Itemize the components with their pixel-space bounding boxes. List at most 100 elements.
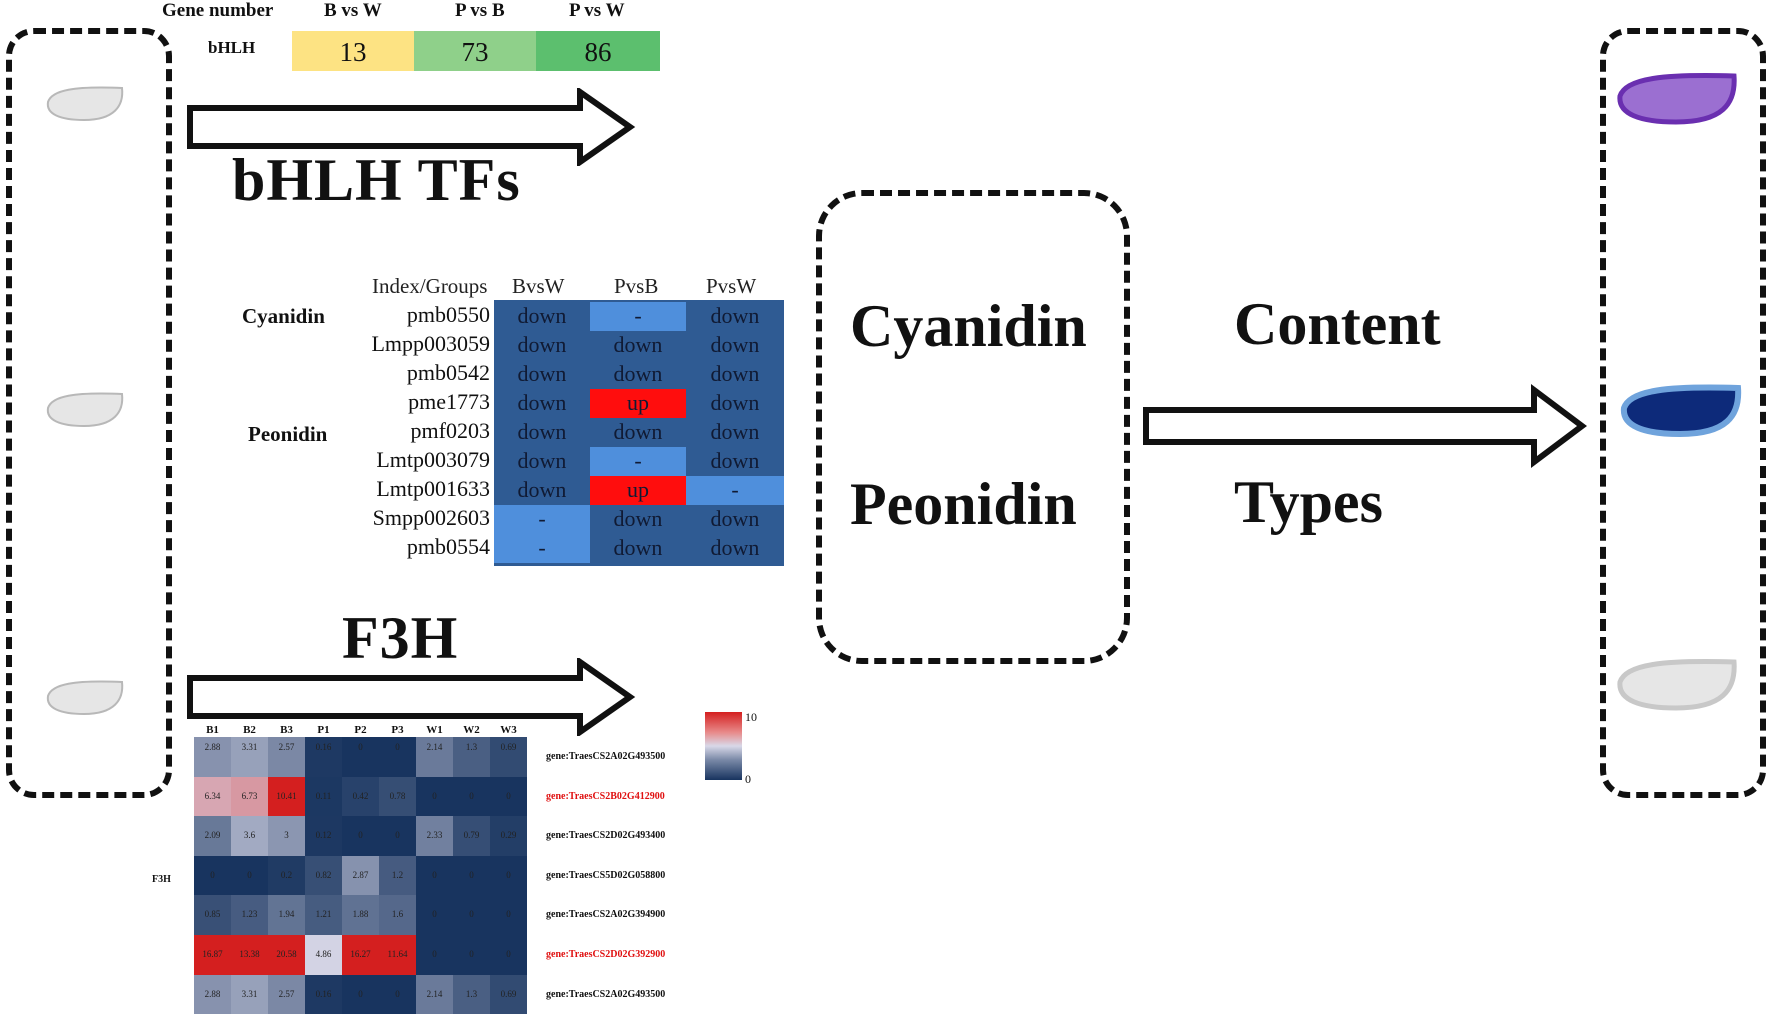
heatmap-cell: 0 [342,737,379,777]
seed-icon-white-2 [46,392,124,428]
gene-number-col-2: P vs B [455,0,505,21]
heatmap-cell: 3.6 [231,816,268,856]
metabolite-cell: - [590,302,686,331]
metabolite-header-index: Index/Groups [372,274,488,298]
heatmap-gene-label: gene:TraesCS5D02G058800 [546,869,666,881]
heatmap-cell: 1.3 [453,737,490,777]
heatmap-cell: 0 [453,776,490,817]
seed-icon-dark-blue [1620,384,1742,438]
metabolite-col-1: BvsW [512,274,565,298]
heatmap-cell: 3 [268,816,305,856]
types-label: Types [1234,469,1383,535]
gene-number-cell-pvsw: 86 [536,31,660,71]
heatmap-cell: 2.14 [416,737,453,777]
seed-icon-white-3 [46,680,124,716]
heatmap-cell: 0 [416,855,453,896]
heatmap-cell: 13.38 [231,935,268,975]
heatmap-cell: 10.41 [268,776,305,817]
metabolite-row-label: Smpp002603 [372,505,490,530]
heatmap-cell: 16.27 [342,935,379,975]
heatmap-cell: 0 [453,855,490,896]
heatmap-cell: 6.73 [231,776,268,817]
metabolite-cell: down [494,302,590,331]
metabolite-row-label: pmf0203 [410,418,490,443]
seed-icon-purple [1617,73,1737,125]
heatmap-cell: 2.87 [342,855,379,896]
heatmap-cell: 0.69 [490,737,527,777]
heatmap-cell: 0 [490,776,527,817]
heatmap-cell: 2.88 [194,974,231,1015]
heatmap-cell: 0.69 [490,974,527,1015]
metabolite-cell: down [494,389,590,418]
metabolite-group-peonidin: Peonidin [248,422,328,446]
heatmap-cell: 1.3 [453,974,490,1015]
heatmap-gene-label: gene:TraesCS2A02G493500 [546,751,666,762]
seed-icon-white-right [1617,659,1737,711]
seed-icon-white-1 [46,86,124,122]
heatmap-cell: 16.87 [194,935,231,975]
metabolite-cell: - [686,476,784,505]
heatmap-cell: 2.88 [194,737,231,777]
metabolite-cell: down [590,534,686,563]
heatmap-gene-label: gene:TraesCS2A02G493500 [546,988,666,1000]
heatmap-gene-label: gene:TraesCS2A02G394900 [546,909,666,921]
metabolite-row-label: pmb0554 [406,534,490,559]
heatmap-cell: 2.57 [268,737,305,777]
metabolite-cell: down [686,534,784,563]
metabolite-cell: up [590,389,686,418]
heatmap-cell: 0 [379,737,416,777]
heatmap-col-label: W3 [500,724,517,736]
heatmap-col-label: B2 [243,724,256,736]
heatmap-cell: 0.82 [305,855,342,896]
heatmap-cell: 0 [416,935,453,975]
heatmap-col-label: P2 [354,724,367,736]
metabolite-row-label: Lmtp003079 [376,447,490,472]
heatmap-col-label: W1 [426,724,443,736]
heatmap-cell: 0 [490,855,527,896]
heatmap-cell: 0.78 [379,776,416,817]
heatmap-gene-label: gene:TraesCS2D02G493400 [546,830,666,842]
metabolite-cell: down [686,505,784,534]
heatmap-cell: 0 [453,935,490,975]
heatmap-cell: 0 [416,895,453,935]
heatmap-col-label: B1 [206,724,219,736]
metabolite-cell: down [686,331,784,360]
gene-number-cell-bvsw: 13 [292,31,414,71]
gene-number-header: Gene number [162,0,274,21]
heatmap-cell: 1.94 [268,895,305,935]
heatmap-cell: 0.16 [305,974,342,1015]
heatmap-cell: 2.33 [416,816,453,856]
heatmap-cell: 0 [342,816,379,856]
metabolite-row-label: pmb0542 [406,360,490,385]
gene-number-col-3: P vs W [569,0,625,21]
metabolite-row-label: pmb0550 [406,302,490,327]
metabolite-cell: down [686,389,784,418]
peonidin-label: Peonidin [850,471,1077,537]
heatmap-cell: 1.6 [379,895,416,935]
metabolite-cell: down [686,302,784,331]
metabolite-cell: down [590,418,686,447]
heatmap-cell: 1.21 [305,895,342,935]
gene-number-row-label: bHLH [208,38,256,57]
heatmap-col-label: B3 [280,724,293,736]
metabolite-cell: down [590,360,686,389]
heatmap-legend-max: 10 [745,710,757,724]
metabolite-cell: down [590,505,686,534]
anthocyanin-box [816,190,1130,664]
heatmap-cell: 3.31 [231,974,268,1015]
heatmap-cell: 0 [342,974,379,1015]
heatmap-cell: 0 [379,816,416,856]
heatmap-col-label: P1 [317,724,330,736]
heatmap-cell: 0.85 [194,895,231,935]
metabolite-cell: - [590,447,686,476]
heatmap-cell: 1.23 [231,895,268,935]
heatmap-cell: 0.79 [453,816,490,856]
metabolite-cell: up [590,476,686,505]
heatmap-cell: 0.2 [268,855,305,896]
metabolite-col-2: PvsB [614,274,659,298]
heatmap-cell: 1.2 [379,855,416,896]
heatmap-cell: 0 [490,895,527,935]
content-label: Content [1234,291,1441,357]
heatmap-cell: 2.14 [416,974,453,1015]
heatmap-cell: 0.29 [490,816,527,856]
